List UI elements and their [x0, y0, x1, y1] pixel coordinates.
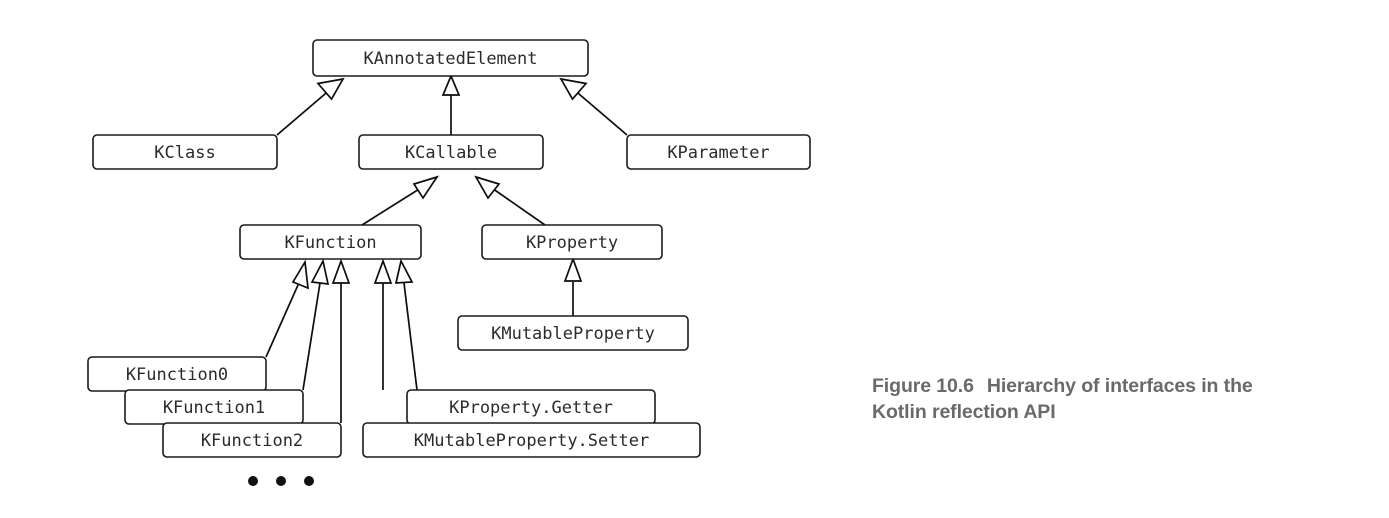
edge-kcallable-to-kannotatedelement — [441, 73, 461, 135]
edge-kfunction-to-kcallable — [361, 175, 440, 226]
node-label-kfunction2: KFunction2 — [201, 431, 303, 451]
edge-kclass-to-kannotatedelement — [276, 77, 345, 136]
node-label-kfunction: KFunction — [284, 233, 376, 253]
node-label-kproperty: KProperty — [526, 233, 618, 253]
node-label-kpropertygetter: KProperty.Getter — [449, 398, 613, 418]
node-kmutableproperty[interactable]: KMutableProperty — [457, 315, 689, 351]
node-kclass[interactable]: KClass — [92, 134, 278, 170]
edge-group — [265, 73, 628, 424]
edge-kfunction0-to-kfunction — [265, 259, 310, 358]
node-kpropertygetter[interactable]: KProperty.Getter — [406, 389, 656, 425]
edge-kmutableproperty-to-kproperty — [563, 256, 583, 316]
node-kfunction2[interactable]: KFunction2 — [162, 422, 342, 458]
node-label-kmutablepropertysetter: KMutableProperty.Setter — [414, 431, 649, 451]
node-kfunction[interactable]: KFunction — [239, 224, 422, 260]
node-kparameter[interactable]: KParameter — [626, 134, 811, 170]
node-label-kfunction0: KFunction0 — [126, 365, 228, 385]
figure-number: Figure 10.6 — [872, 375, 974, 397]
figure-caption-line2: in the Kotlin reflection API — [872, 375, 1253, 423]
figure-caption: Figure 10.6 Hierarchy of interfaces in th… — [872, 374, 1302, 425]
node-label-kcallable: KCallable — [405, 143, 497, 163]
figure-caption-line1: Hierarchy of interfaces — [986, 375, 1196, 397]
edge-kproperty-to-kcallable — [474, 175, 546, 226]
node-kfunction1[interactable]: KFunction1 — [124, 389, 304, 425]
node-kannotatedelement[interactable]: KAnnotatedElement — [312, 39, 589, 77]
node-label-kfunction1: KFunction1 — [163, 398, 265, 418]
node-label-kmutableproperty: KMutableProperty — [491, 324, 655, 344]
ellipsis-indicator — [248, 476, 314, 486]
node-label-kannotatedelement: KAnnotatedElement — [364, 49, 538, 69]
edge-kparameter-to-kannotatedelement — [559, 77, 628, 136]
node-kproperty[interactable]: KProperty — [481, 224, 663, 260]
node-kcallable[interactable]: KCallable — [358, 134, 544, 170]
node-kmutablepropertysetter[interactable]: KMutableProperty.Setter — [362, 422, 701, 458]
node-label-kclass: KClass — [154, 143, 215, 163]
edge-kfunction1-to-kfunction — [302, 258, 330, 391]
node-kfunction0[interactable]: KFunction0 — [87, 356, 267, 392]
edge-kfunction2-to-kfunction — [331, 258, 351, 423]
edge-kpropertygetter-to-kfunction — [373, 258, 393, 390]
node-label-kparameter: KParameter — [667, 143, 769, 163]
